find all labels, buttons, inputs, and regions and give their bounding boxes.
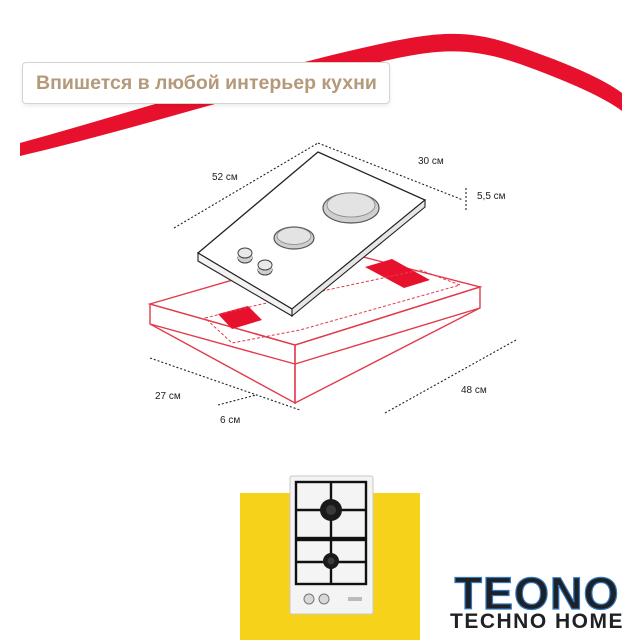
control-knob-1 [237, 247, 253, 264]
burner-large [322, 192, 380, 224]
dim-label-length: 52 см [212, 172, 238, 183]
red-swoosh-band [20, 33, 622, 156]
dimension-lines [149, 142, 517, 414]
headline-badge: Впишется в любой интерьер кухни [22, 62, 390, 104]
dim-label-cutout-length: 48 см [461, 385, 487, 396]
dim-label-margin: 6 см [220, 415, 240, 426]
headline-text: Впишется в любой интерьер кухни [36, 71, 377, 94]
brand-tagline: TECHNO HOME [450, 610, 624, 633]
dim-label-cutout-width: 27 см [155, 391, 181, 402]
dim-label-height: 5,5 см [477, 191, 506, 202]
gas-hob-product-image [289, 475, 374, 615]
control-knob-2 [257, 259, 273, 276]
brand-logo: TEONO TECHNO HOME [450, 567, 624, 633]
burner-small [273, 226, 315, 250]
countertop-cutout [203, 259, 462, 344]
dim-label-width: 30 см [418, 156, 444, 167]
cooktop [196, 151, 427, 318]
brand-name: TEONO [454, 568, 619, 619]
